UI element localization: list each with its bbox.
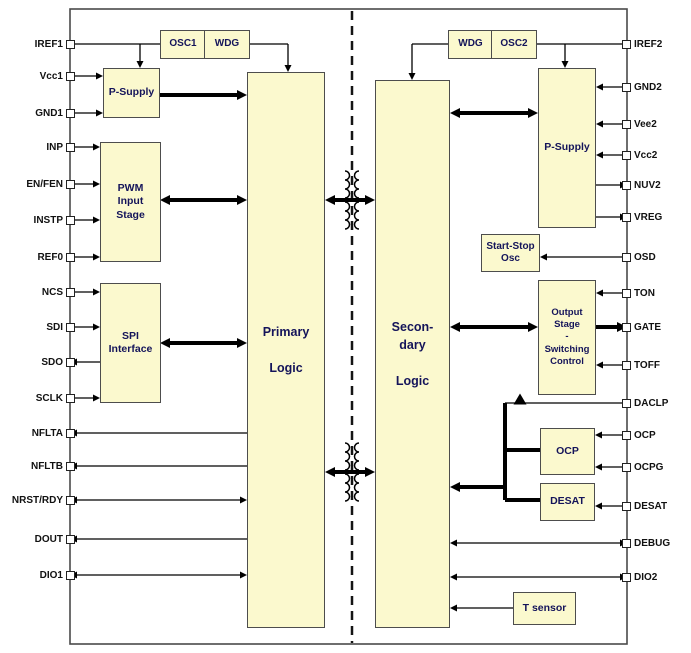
pin-terminal bbox=[66, 287, 75, 297]
pin-ton: TON bbox=[622, 288, 655, 299]
block-wdg-left: WDG bbox=[204, 30, 250, 59]
pin-dio2: DIO2 bbox=[622, 572, 657, 583]
pin-terminal bbox=[622, 462, 631, 472]
pin-terminal bbox=[66, 393, 75, 403]
pin-inp: INP bbox=[0, 142, 75, 153]
pin-dout: DOUT bbox=[0, 534, 75, 545]
pin-terminal bbox=[622, 538, 631, 548]
pin-ref0: REF0 bbox=[0, 252, 75, 263]
pin-terminal bbox=[622, 398, 631, 408]
block-p-supply-left: P-Supply bbox=[103, 68, 160, 118]
pin-terminal bbox=[622, 180, 631, 190]
pin-terminal bbox=[66, 142, 75, 152]
bus-arrows bbox=[160, 90, 627, 477]
pin-terminal bbox=[622, 150, 631, 160]
pin-vreg: VREG bbox=[622, 212, 662, 223]
pin-gate: GATE bbox=[622, 322, 661, 333]
signal-wires-right bbox=[408, 43, 627, 612]
block-t-sensor: T sensor bbox=[513, 592, 576, 625]
pin-sdi: SDI bbox=[0, 322, 75, 333]
pin-terminal bbox=[622, 212, 631, 222]
pin-iref2: IREF2 bbox=[622, 39, 662, 50]
pin-nfltb: NFLTB bbox=[0, 461, 75, 472]
pin-terminal bbox=[622, 501, 631, 511]
block-ocp: OCP bbox=[540, 428, 595, 475]
pin-terminal bbox=[66, 215, 75, 225]
block-spi-interface: SPI Interface bbox=[100, 283, 161, 403]
protection-net bbox=[450, 393, 540, 502]
pin-terminal bbox=[66, 495, 75, 505]
pin-terminal bbox=[66, 357, 75, 367]
pin-desat: DESAT bbox=[622, 501, 667, 512]
pin-terminal bbox=[66, 461, 75, 471]
pin-terminal bbox=[622, 360, 631, 370]
pin-terminal bbox=[66, 108, 75, 118]
pin-ncs: NCS bbox=[0, 287, 75, 298]
transformer-lower-icon bbox=[344, 442, 360, 502]
transformer-upper-icon bbox=[344, 170, 360, 230]
pin-vee2: Vee2 bbox=[622, 119, 657, 130]
pin-nflta: NFLTA bbox=[0, 428, 75, 439]
pin-vcc1: Vcc1 bbox=[0, 71, 75, 82]
pin-terminal bbox=[622, 572, 631, 582]
pin-terminal bbox=[66, 179, 75, 189]
pin-terminal bbox=[622, 39, 631, 49]
pin-terminal bbox=[66, 570, 75, 580]
pin-osd: OSD bbox=[622, 252, 656, 263]
pin-terminal bbox=[622, 119, 631, 129]
signal-wires-left bbox=[70, 43, 292, 579]
block-start-stop-osc: Start-Stop Osc bbox=[481, 234, 540, 272]
pin-vcc2: Vcc2 bbox=[622, 150, 657, 161]
pin-ocp: OCP bbox=[622, 430, 656, 441]
pin-terminal bbox=[66, 71, 75, 81]
block-osc1: OSC1 bbox=[160, 30, 206, 59]
pin-daclp: DACLP bbox=[622, 398, 668, 409]
block-secondary-logic: Secon- dary Logic bbox=[375, 80, 450, 628]
pin-terminal bbox=[66, 39, 75, 49]
pin-terminal bbox=[622, 82, 631, 92]
pin-gnd1: GND1 bbox=[0, 108, 75, 119]
pin-sclk: SCLK bbox=[0, 393, 75, 404]
pin-gnd2: GND2 bbox=[622, 82, 662, 93]
pin-instp: INSTP bbox=[0, 215, 75, 226]
pin-terminal bbox=[622, 430, 631, 440]
pin-terminal bbox=[66, 428, 75, 438]
pin-ocpg: OCPG bbox=[622, 462, 663, 473]
pin-iref1: IREF1 bbox=[0, 39, 75, 50]
pin-nrst-rdy: NRST/RDY bbox=[0, 495, 75, 506]
pin-terminal bbox=[622, 288, 631, 298]
pin-en-fen: EN/FEN bbox=[0, 179, 75, 190]
pin-terminal bbox=[66, 322, 75, 332]
pin-terminal bbox=[622, 322, 631, 332]
block-osc2: OSC2 bbox=[491, 30, 537, 59]
pin-sdo: SDO bbox=[0, 357, 75, 368]
block-output-stage: Output Stage - Switching Control bbox=[538, 280, 596, 395]
block-primary-logic: Primary Logic bbox=[247, 72, 325, 628]
block-p-supply-right: P-Supply bbox=[538, 68, 596, 228]
block-pwm-input-stage: PWM Input Stage bbox=[100, 142, 161, 262]
block-desat: DESAT bbox=[540, 483, 595, 521]
pin-terminal bbox=[622, 252, 631, 262]
pin-debug: DEBUG bbox=[622, 538, 670, 549]
pin-dio1: DIO1 bbox=[0, 570, 75, 581]
block-wdg-right: WDG bbox=[448, 30, 493, 59]
pin-terminal bbox=[66, 534, 75, 544]
pin-toff: TOFF bbox=[622, 360, 660, 371]
pin-nuv2: NUV2 bbox=[622, 180, 661, 191]
pin-terminal bbox=[66, 252, 75, 262]
